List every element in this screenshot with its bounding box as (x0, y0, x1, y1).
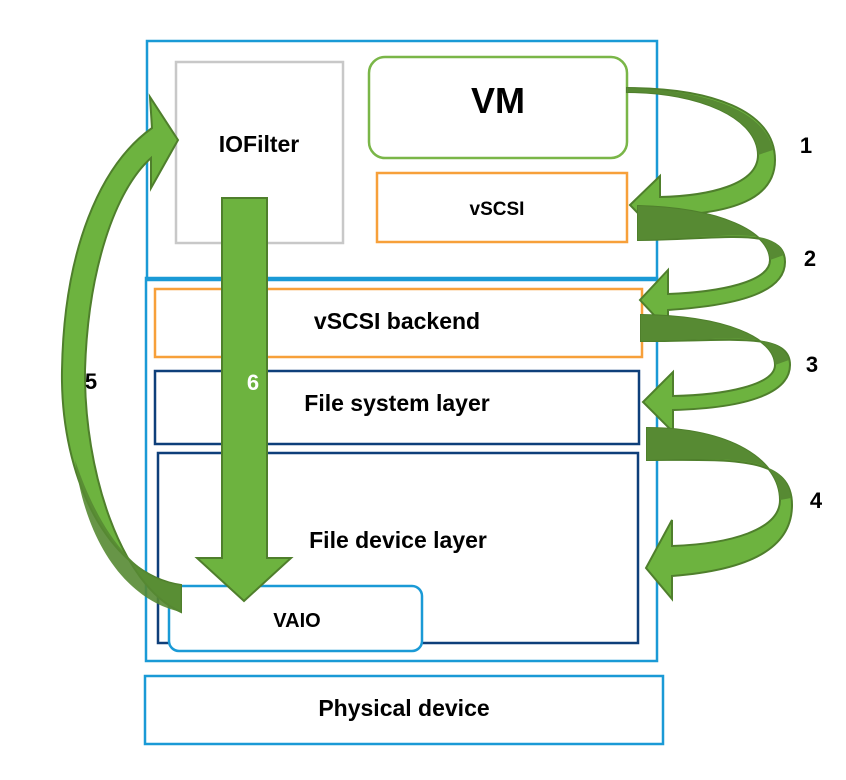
vaio-label: VAIO (273, 610, 320, 632)
arrow-4-shadow (647, 428, 791, 500)
vscsi-box (375, 171, 629, 244)
file-device-layer-label: File device layer (309, 527, 487, 553)
vscsi-backend-label: vSCSI backend (314, 308, 480, 334)
physical-device-label: Physical device (318, 695, 489, 721)
kernel-container (144, 276, 659, 663)
arrow-2-shadow (638, 206, 784, 260)
arrow-5-shadow (75, 460, 181, 612)
file-system-layer-label: File system layer (304, 390, 489, 416)
arrow-1-shadow (627, 88, 773, 155)
physical-device-box (143, 674, 665, 746)
step-2-label: 2 (804, 246, 816, 271)
step-5-label: 5 (85, 369, 97, 394)
step-1-label: 1 (800, 133, 812, 158)
vm-box (367, 55, 629, 160)
vm-label: VM (471, 80, 525, 121)
step-3-label: 3 (806, 352, 818, 377)
step-6-label: 6 (247, 370, 259, 395)
vscsi-label: vSCSI (470, 199, 525, 220)
arrow-6 (194, 197, 294, 603)
iofilter-label: IOFilter (219, 131, 300, 157)
arrow-3-shadow (641, 315, 789, 365)
vaio-box (167, 584, 424, 653)
step-4-label: 4 (810, 488, 823, 513)
